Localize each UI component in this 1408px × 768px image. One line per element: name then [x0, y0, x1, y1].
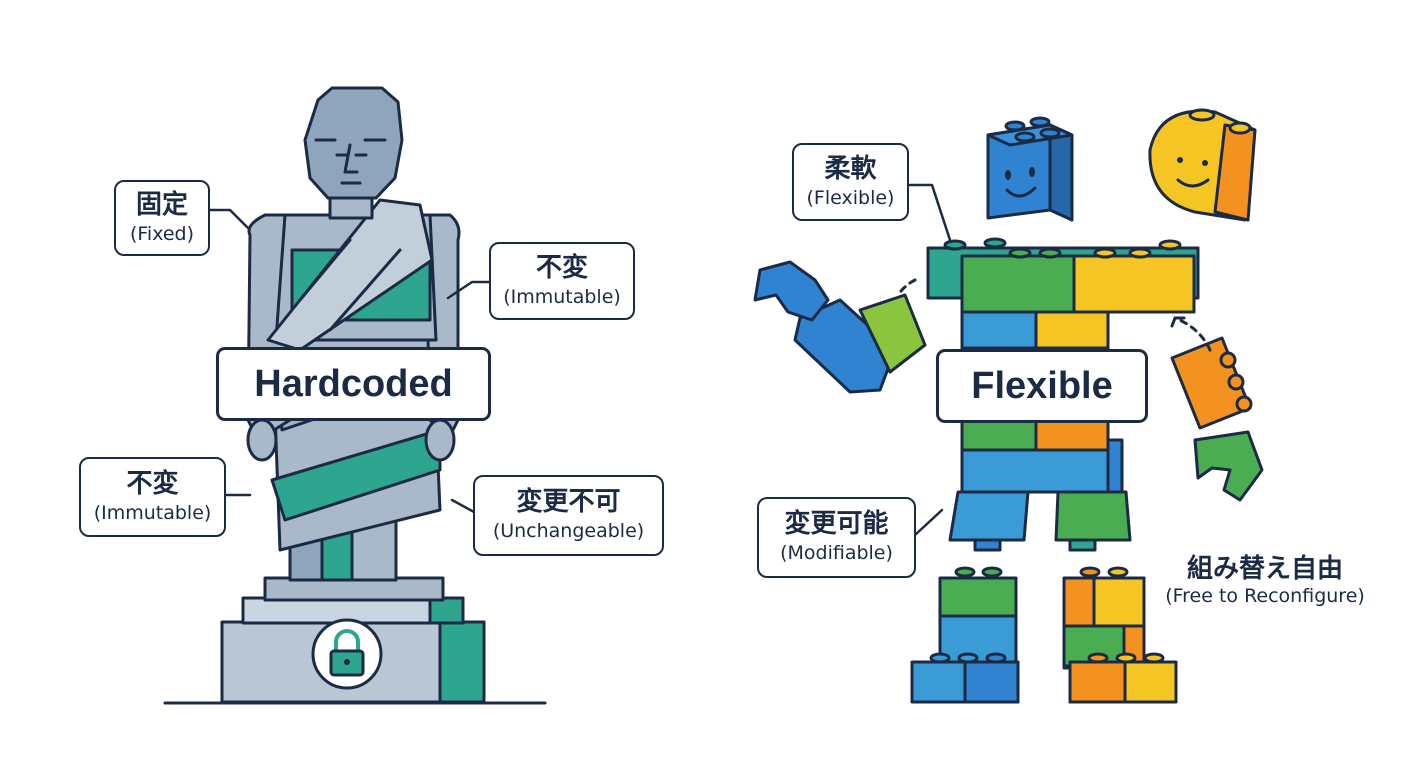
- label-flexible-en: (Flexible): [806, 186, 895, 209]
- yellow-head-block: [1148, 108, 1257, 222]
- label-reconfigure-jp: 組み替え自由: [1186, 554, 1343, 584]
- label-fixed-en: (Fixed): [129, 222, 195, 245]
- blue-head-block: [986, 116, 1074, 222]
- label-fixed: 固定 (Fixed): [114, 180, 210, 256]
- label-immutable-left: 不変 (Immutable): [79, 457, 226, 537]
- label-unchangeable-en: (Unchangeable): [492, 520, 645, 543]
- label-modifiable: 変更可能 (Modifiable): [757, 497, 916, 578]
- title-hardcoded: Hardcoded: [216, 347, 491, 421]
- label-immutable-right-jp: 不変: [535, 252, 588, 283]
- label-immutable-right: 不変 (Immutable): [489, 242, 635, 320]
- arrow-icon: [896, 278, 917, 297]
- title-flexible: Flexible: [936, 349, 1148, 423]
- label-immutable-left-jp: 不変: [126, 468, 179, 499]
- label-immutable-right-en: (Immutable): [503, 285, 621, 308]
- label-modifiable-en: (Modifiable): [780, 542, 893, 565]
- lock-icon: [311, 618, 383, 690]
- label-immutable-left-en: (Immutable): [93, 501, 212, 524]
- label-reconfigure: 組み替え自由 (Free to Reconfigure): [1150, 548, 1380, 607]
- label-modifiable-jp: 変更可能: [784, 509, 889, 540]
- label-flexible: 柔軟 (Flexible): [792, 143, 909, 221]
- label-fixed-jp: 固定: [135, 189, 188, 220]
- label-unchangeable-jp: 変更不可: [516, 487, 621, 518]
- label-flexible-jp: 柔軟: [824, 153, 877, 184]
- label-unchangeable: 変更不可 (Unchangeable): [473, 475, 664, 556]
- label-reconfigure-en: (Free to Reconfigure): [1165, 585, 1365, 607]
- statue-illustration: [163, 86, 547, 705]
- smiley-face-icon: [1005, 167, 1037, 198]
